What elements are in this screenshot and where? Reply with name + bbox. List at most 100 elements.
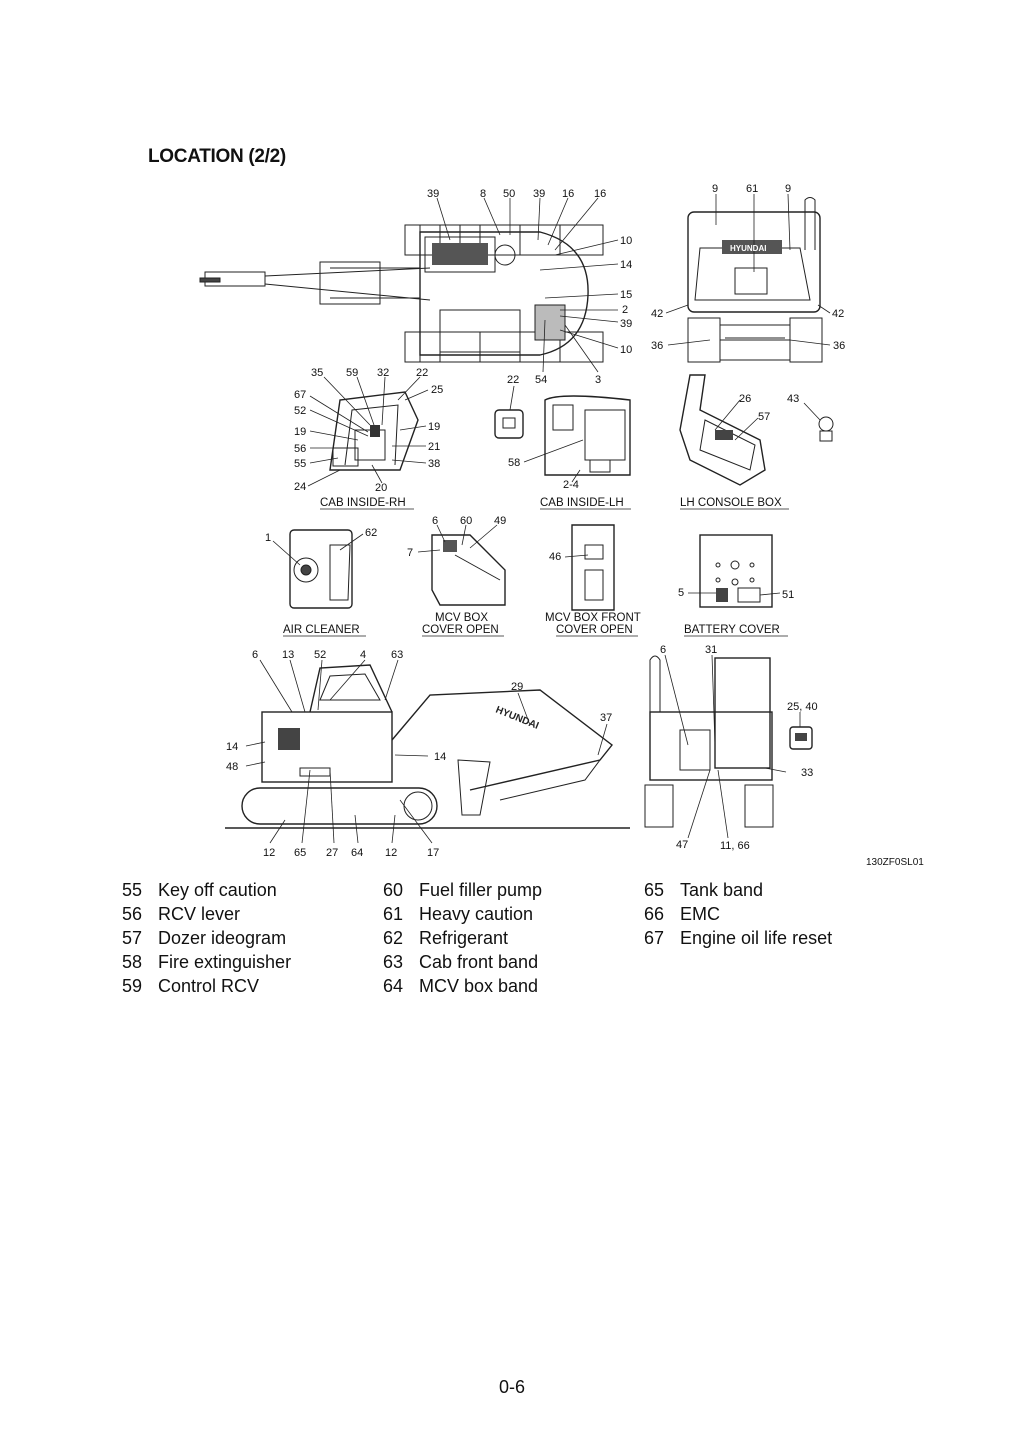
callout: 8 [480,188,486,200]
callout: 19 [294,426,306,438]
caption-air-cleaner: AIR CLEANER [283,624,360,636]
callout: 16 [562,188,574,200]
callout: 31 [705,644,717,656]
callout: 61 [746,183,758,195]
callout: 42 [832,308,844,320]
rear-view-excavator [687,197,823,363]
side-view-excavator [225,664,630,829]
callout: 33 [801,767,813,779]
callout: 65 [294,847,306,859]
callout: 15 [620,289,632,301]
callout: 51 [782,589,794,601]
caption-mcv-box-front: MCV BOX FRONT [545,612,641,624]
callout: 22 [416,367,428,379]
callout: 27 [326,847,338,859]
callout: 22 [507,374,519,386]
battery-cover-view [699,534,773,608]
callout: 67 [294,389,306,401]
callout: 26 [739,393,751,405]
callout: 56 [294,443,306,455]
callout: 58 [508,457,520,469]
callout: 54 [535,374,547,386]
callout: 60 [460,515,472,527]
callout: 35 [311,367,323,379]
callout: 2-4 [563,479,579,491]
callout: 57 [758,411,770,423]
callout: 16 [594,188,606,200]
boom-brand-mark: HYUNDAI [494,705,541,732]
callout: 6 [252,649,258,661]
page-number: 0-6 [498,1377,525,1397]
callout-numbers: 39 8 50 39 16 16 10 14 15 2 39 10 54 3 9… [226,183,845,859]
callout: 37 [600,712,612,724]
callout: 32 [377,367,389,379]
cab-inside-rh [329,391,419,471]
callout: 12 [385,847,397,859]
caption-cab-inside-rh: CAB INSIDE-RH [320,497,406,509]
callout: 39 [620,318,632,330]
callout: 49 [494,515,506,527]
callout: 9 [785,183,791,195]
callout: 6 [432,515,438,527]
cab-inside-lh [494,395,631,476]
caption-cab-inside-lh: CAB INSIDE-LH [540,497,624,509]
callout: 43 [787,393,799,405]
callout: 3 [595,374,601,386]
callout: 1 [265,532,271,544]
callout: 11, 66 [720,840,750,852]
callout: 46 [549,551,561,563]
callout: 52 [314,649,326,661]
lh-console-box [679,374,834,486]
callout: 50 [503,188,515,200]
callout: 12 [263,847,275,859]
caption-lh-console-box: LH CONSOLE BOX [680,497,782,509]
callout: 39 [533,188,545,200]
callout: 7 [407,547,413,559]
figure-code: 130ZF0SL01 [866,857,924,868]
caption-mcv-box: MCV BOX [435,612,488,624]
air-cleaner-view [289,529,353,609]
callout: 39 [427,188,439,200]
callout: 5 [678,587,684,599]
callout: 59 [346,367,358,379]
callout: 47 [676,839,688,851]
mcv-box-front-cover-open [571,524,615,611]
callout: 25 [431,384,443,396]
caption-battery-cover: BATTERY COVER [684,624,780,636]
callout: 14 [434,751,446,763]
callout: 14 [226,741,238,753]
callout: 42 [651,308,663,320]
callout: 55 [294,458,306,470]
callout: 19 [428,421,440,433]
callout: 25, 40 [787,701,818,713]
callout: 52 [294,405,306,417]
callout: 14 [620,259,632,271]
rear-brand-mark: HYUNDAI [730,244,766,253]
callout: 13 [282,649,294,661]
callout: 6 [660,644,666,656]
callout: 20 [375,482,387,494]
callout: 29 [511,681,523,693]
leader-lines [245,193,831,844]
callout: 36 [651,340,663,352]
callout: 24 [294,481,306,493]
callout: 62 [365,527,377,539]
caption-mcv-box-line2: COVER OPEN [422,624,499,636]
callout: 63 [391,649,403,661]
callout: 17 [427,847,439,859]
callout: 2 [622,304,628,316]
callout: 38 [428,458,440,470]
callout: 64 [351,847,363,859]
caption-mcv-box-front-line2: COVER OPEN [556,624,633,636]
callout: 10 [620,235,632,247]
callout: 4 [360,649,366,661]
callout: 36 [833,340,845,352]
page-heading: LOCATION (2/2) [148,146,286,167]
callout: 48 [226,761,238,773]
view-captions: CAB INSIDE-RH CAB INSIDE-LH LH CONSOLE B… [283,497,789,637]
rear-view-lower [644,655,813,828]
callout: 21 [428,441,440,453]
top-view-excavator [199,224,604,363]
decal-location-diagram: 39 8 50 39 16 16 10 14 15 2 39 10 54 3 9… [199,183,845,859]
callout: 10 [620,344,632,356]
